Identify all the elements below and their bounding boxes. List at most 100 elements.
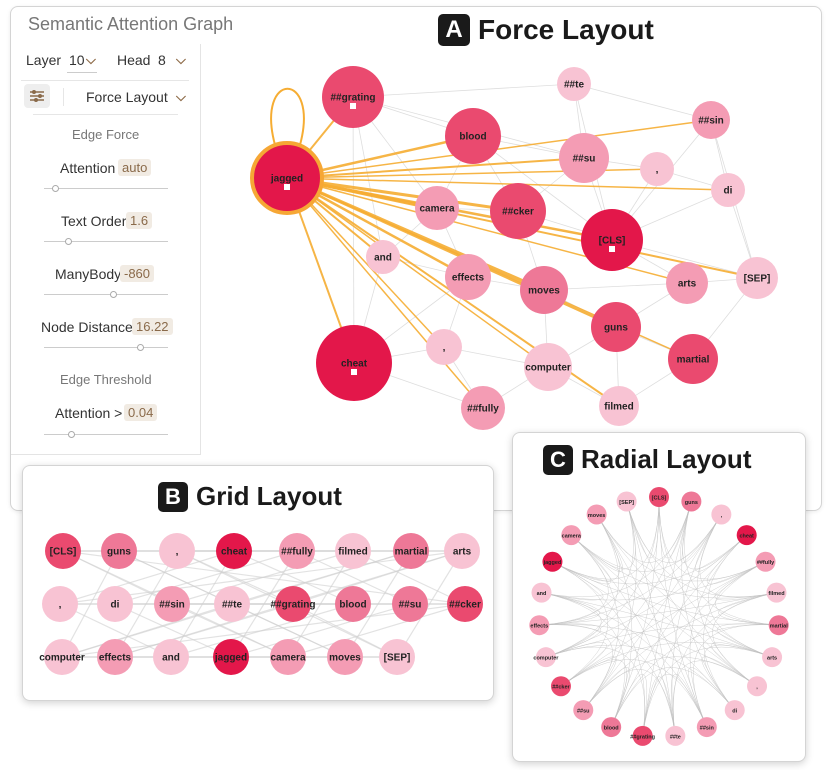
force-node-jagged-0[interactable]: jagged bbox=[250, 141, 324, 215]
radial-node-te-12[interactable]: ##te bbox=[665, 725, 686, 746]
force-node-moves-13[interactable]: moves bbox=[520, 266, 568, 314]
attention-slider[interactable] bbox=[44, 185, 168, 192]
grid-node-cker-15[interactable]: ##cker bbox=[447, 586, 483, 622]
radial-node-grating-13[interactable]: ##grating bbox=[630, 725, 655, 746]
radial-edge bbox=[596, 514, 766, 582]
grid-node-te-11[interactable]: ##te bbox=[214, 586, 250, 622]
grid-node-grating-12[interactable]: ##grating bbox=[270, 586, 316, 622]
force-node-blood-3[interactable]: blood bbox=[445, 108, 501, 164]
radial-node-moves-22[interactable]: moves bbox=[586, 504, 607, 525]
radial-node-guns-2[interactable]: guns bbox=[681, 491, 702, 512]
grid-node-arts-7[interactable]: arts bbox=[444, 533, 480, 569]
grid-node-blood-13[interactable]: blood bbox=[335, 586, 371, 622]
force-node-di-7[interactable]: di bbox=[711, 173, 745, 207]
force-node-and-11[interactable]: and bbox=[366, 240, 400, 274]
radial-node-cker-16[interactable]: ##cker bbox=[550, 676, 571, 697]
grid-node-su-14[interactable]: ##su bbox=[392, 586, 428, 622]
layer-label: Layer bbox=[26, 52, 62, 68]
grid-node-moves-21[interactable]: moves bbox=[327, 639, 363, 675]
force-node-cls-10[interactable]: [CLS] bbox=[581, 209, 643, 271]
force-node-computer-19[interactable]: computer bbox=[524, 343, 572, 391]
force-node-effects-12[interactable]: effects bbox=[445, 254, 491, 300]
radial-node-filmed-6[interactable]: filmed bbox=[766, 582, 787, 603]
layer-select[interactable]: 10 bbox=[69, 52, 85, 68]
radial-node-su-15[interactable]: ##su bbox=[573, 700, 594, 721]
radial-node-computer-17[interactable]: computer bbox=[533, 647, 559, 668]
force-node-te-2[interactable]: ##te bbox=[557, 67, 591, 101]
radial-node-cheat-4[interactable]: cheat bbox=[736, 525, 757, 546]
grid-node-comma-2[interactable]: , bbox=[159, 533, 195, 569]
grid-node-guns-1[interactable]: guns bbox=[101, 533, 137, 569]
grid-node-fully-4[interactable]: ##fully bbox=[279, 533, 315, 569]
text-order-slider[interactable] bbox=[44, 238, 168, 245]
force-node-sin-4[interactable]: ##sin bbox=[692, 101, 730, 139]
radial-node-comma-9[interactable]: , bbox=[747, 676, 768, 697]
radial-node-arts-8[interactable]: arts bbox=[762, 647, 783, 668]
force-node-comma-18[interactable]: , bbox=[426, 329, 462, 365]
attention-value[interactable]: auto bbox=[118, 159, 152, 176]
radial-node-camera-21[interactable]: camera bbox=[561, 525, 582, 546]
grid-node-label: ##cker bbox=[449, 600, 481, 611]
radial-node-label: ##fully bbox=[757, 560, 775, 566]
radial-edge bbox=[560, 659, 627, 728]
grid-node-sin-10[interactable]: ##sin bbox=[154, 586, 190, 622]
radial-node-fully-5[interactable]: ##fully bbox=[755, 551, 776, 572]
force-node-comma-6[interactable]: , bbox=[640, 152, 674, 186]
force-node-fully-21[interactable]: ##fully bbox=[461, 386, 505, 430]
grid-node-filmed-5[interactable]: filmed bbox=[335, 533, 371, 569]
force-node-martial-20[interactable]: martial bbox=[668, 334, 718, 384]
settings-sliders-icon[interactable] bbox=[24, 84, 50, 108]
grid-node-comma-8[interactable]: , bbox=[42, 586, 78, 622]
force-self-loop-edge bbox=[270, 88, 305, 146]
control-sidebar: Layer 10 ⌵ Head 8 ⌵ Force Layout ⌵ Edge … bbox=[11, 44, 201, 455]
force-node-filmed-22[interactable]: filmed bbox=[599, 386, 639, 426]
head-select[interactable]: 8 bbox=[158, 52, 166, 68]
force-node-arts-14[interactable]: arts bbox=[666, 262, 708, 304]
grid-node-and-18[interactable]: and bbox=[153, 639, 189, 675]
threshold-value[interactable]: 0.04 bbox=[124, 404, 158, 421]
grid-node-sep-22[interactable]: [SEP] bbox=[379, 639, 415, 675]
force-node-guns-16[interactable]: guns bbox=[591, 302, 641, 352]
force-node-cker-9[interactable]: ##cker bbox=[490, 183, 546, 239]
edge-force-title: Edge Force bbox=[72, 127, 140, 142]
grid-node-label: ##grating bbox=[270, 600, 315, 611]
head-chevron-down-icon[interactable]: ⌵ bbox=[176, 52, 186, 67]
grid-node-cls-0[interactable]: [CLS] bbox=[45, 533, 81, 569]
grid-edge bbox=[296, 550, 411, 605]
threshold-label: Attention > bbox=[55, 405, 123, 421]
node-distance-slider[interactable] bbox=[44, 344, 168, 351]
force-node-su-5[interactable]: ##su bbox=[559, 133, 609, 183]
force-node-camera-8[interactable]: camera bbox=[415, 186, 459, 230]
grid-node-cheat-3[interactable]: cheat bbox=[216, 533, 252, 569]
layout-chevron-down-icon[interactable]: ⌵ bbox=[176, 89, 186, 104]
force-node-grating-1[interactable]: ##grating bbox=[322, 66, 384, 128]
grid-node-camera-20[interactable]: camera bbox=[270, 639, 306, 675]
text-order-value[interactable]: 1.6 bbox=[126, 212, 153, 229]
grid-node-di-9[interactable]: di bbox=[97, 586, 133, 622]
radial-node-cls-1[interactable]: [CLS] bbox=[649, 487, 669, 507]
grid-node-effects-17[interactable]: effects bbox=[97, 639, 133, 675]
radial-node-di-10[interactable]: di bbox=[724, 700, 745, 721]
radial-node-martial-7[interactable]: martial bbox=[768, 615, 789, 636]
radial-node-sep-0[interactable]: [SEP] bbox=[616, 491, 637, 512]
grid-node-computer-16[interactable]: computer bbox=[39, 639, 85, 675]
radial-node-and-19[interactable]: and bbox=[531, 582, 552, 603]
radial-edge bbox=[596, 514, 708, 728]
attention-label: Attention bbox=[60, 160, 116, 176]
radial-node-jagged-20[interactable]: jagged bbox=[542, 551, 563, 572]
manybody-slider[interactable] bbox=[44, 291, 168, 298]
radial-node-sin-11[interactable]: ##sin bbox=[696, 717, 717, 738]
radial-node-effects-18[interactable]: effects bbox=[529, 615, 550, 636]
grid-node-martial-6[interactable]: martial bbox=[393, 533, 429, 569]
radial-node-comma-3[interactable]: , bbox=[711, 504, 732, 525]
node-distance-value[interactable]: 16.22 bbox=[132, 318, 173, 335]
radial-node-blood-14[interactable]: blood bbox=[601, 717, 622, 738]
layout-select[interactable]: Force Layout bbox=[86, 89, 168, 105]
manybody-value[interactable]: -860 bbox=[120, 265, 155, 282]
threshold-slider[interactable] bbox=[44, 431, 168, 438]
grid-node-jagged-19[interactable]: jagged bbox=[213, 639, 249, 675]
radial-node-label: moves bbox=[588, 513, 605, 519]
force-node-cheat-17[interactable]: cheat bbox=[316, 325, 392, 401]
layer-chevron-down-icon[interactable]: ⌵ bbox=[86, 52, 96, 67]
force-node-sep-15[interactable]: [SEP] bbox=[736, 257, 778, 299]
